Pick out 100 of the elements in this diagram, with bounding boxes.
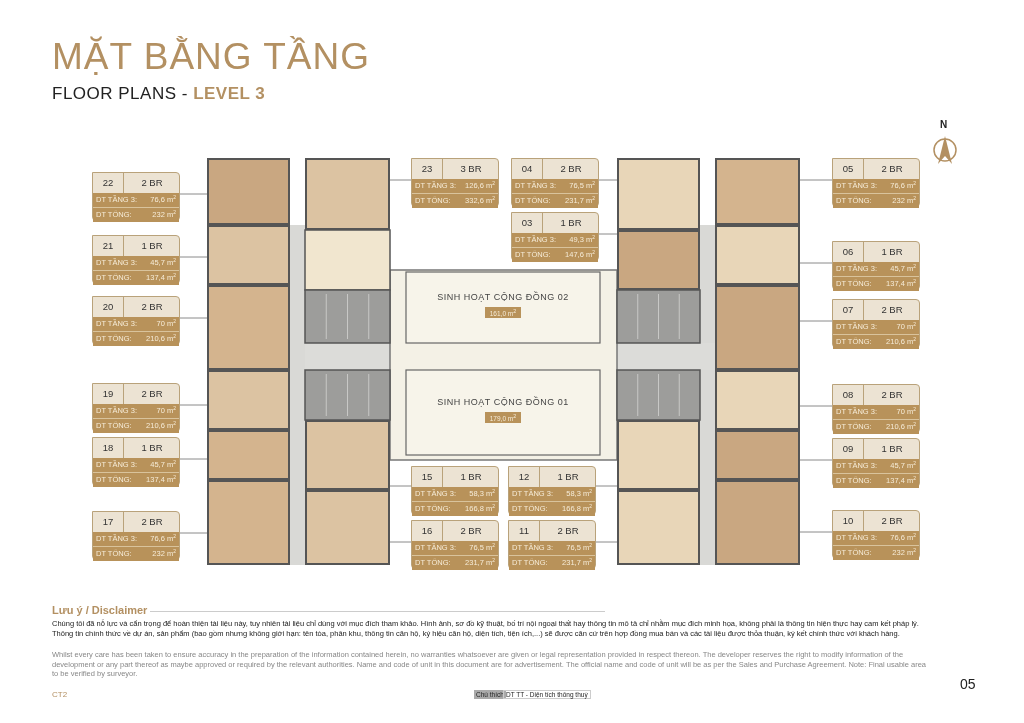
unit-info-card bbox=[92, 383, 180, 432]
bedroom-count: 2 BR bbox=[140, 515, 164, 529]
unit-info-card bbox=[832, 510, 920, 559]
unit-number: 10 bbox=[841, 514, 855, 528]
unit-number: 15 bbox=[420, 470, 434, 484]
leader-line bbox=[799, 531, 833, 533]
apartment-unit bbox=[207, 480, 290, 565]
bedroom-count: 2 BR bbox=[880, 514, 904, 528]
room-name: SINH HOẠT CỘNG ĐỒNG 02 bbox=[436, 291, 570, 302]
apartment-unit bbox=[715, 225, 800, 285]
unit-info-card bbox=[511, 158, 599, 207]
bedroom-count: 1 BR bbox=[140, 239, 164, 253]
north-label: N bbox=[940, 119, 948, 130]
unit-info-card bbox=[832, 158, 920, 207]
unit-info-card bbox=[92, 511, 180, 560]
apartment-unit bbox=[617, 230, 700, 290]
unit-number: 19 bbox=[101, 387, 115, 401]
leader-line bbox=[179, 256, 208, 258]
zone-code: CT2 bbox=[52, 690, 68, 699]
leader-line bbox=[389, 485, 412, 487]
bedroom-count: 2 BR bbox=[556, 524, 580, 538]
bedroom-count: 1 BR bbox=[556, 470, 580, 484]
leader-line bbox=[595, 485, 618, 487]
unit-info-card bbox=[511, 212, 599, 261]
leader-line bbox=[389, 541, 412, 543]
bedroom-count: 2 BR bbox=[880, 162, 904, 176]
apartment-unit bbox=[617, 158, 700, 230]
unit-number: 04 bbox=[520, 162, 534, 176]
unit-info-card bbox=[411, 466, 499, 515]
leader-line bbox=[799, 320, 833, 322]
leader-line bbox=[179, 458, 208, 460]
room-name: SINH HOẠT CỘNG ĐỒNG 01 bbox=[436, 396, 570, 407]
leader-line bbox=[179, 532, 208, 534]
bedroom-count: 1 BR bbox=[459, 470, 483, 484]
page-subtitle: FLOOR PLANS - LEVEL 3 bbox=[52, 84, 266, 104]
unit-number: 09 bbox=[841, 442, 855, 456]
apartment-unit bbox=[207, 225, 290, 285]
leader-line bbox=[799, 179, 833, 181]
unit-number: 08 bbox=[841, 388, 855, 402]
page-title: MẶT BẰNG TẦNG bbox=[52, 36, 370, 78]
apartment-unit bbox=[207, 285, 290, 370]
unit-number: 18 bbox=[101, 441, 115, 455]
unit-info-card bbox=[411, 158, 499, 207]
unit-info-card bbox=[508, 520, 596, 569]
apartment-unit bbox=[305, 420, 390, 490]
apartment-unit bbox=[715, 285, 800, 370]
unit-number: 22 bbox=[101, 176, 115, 190]
unit-number: 03 bbox=[520, 216, 534, 230]
apartment-unit bbox=[617, 420, 700, 490]
page-number: 05 bbox=[960, 676, 976, 692]
unit-number: 11 bbox=[518, 524, 530, 538]
apartment-unit bbox=[305, 158, 390, 230]
unit-number: 17 bbox=[101, 515, 115, 529]
unit-number: 05 bbox=[841, 162, 855, 176]
leader-line bbox=[179, 404, 208, 406]
apartment-unit bbox=[715, 480, 800, 565]
bedroom-count: 1 BR bbox=[140, 441, 164, 455]
unit-number: 23 bbox=[420, 162, 434, 176]
bedroom-count: 2 BR bbox=[559, 162, 583, 176]
apartment-unit bbox=[207, 158, 290, 225]
unit-number: 20 bbox=[101, 300, 115, 314]
unit-number: 07 bbox=[841, 303, 855, 317]
apartment-unit bbox=[617, 490, 700, 565]
unit-info-card bbox=[508, 466, 596, 515]
unit-info-card bbox=[92, 437, 180, 486]
leader-line bbox=[179, 317, 208, 319]
apartment-unit bbox=[305, 490, 390, 565]
bedroom-count: 1 BR bbox=[880, 245, 904, 259]
unit-info-card bbox=[832, 384, 920, 433]
apartment-unit bbox=[207, 430, 290, 480]
leader-line bbox=[799, 459, 833, 461]
bedroom-count: 2 BR bbox=[459, 524, 483, 538]
unit-number: 21 bbox=[101, 239, 115, 253]
apartment-unit bbox=[715, 370, 800, 430]
disclaimer-heading: Lưu ý / Disclaimer bbox=[52, 604, 148, 616]
leader-line bbox=[799, 262, 833, 264]
bedroom-count: 2 BR bbox=[140, 176, 164, 190]
unit-number: 12 bbox=[517, 470, 531, 484]
leader-line bbox=[389, 179, 412, 181]
leader-line bbox=[595, 541, 618, 543]
leader-line bbox=[598, 179, 618, 181]
bedroom-count: 1 BR bbox=[559, 216, 583, 230]
bedroom-count: 1 BR bbox=[880, 442, 904, 456]
unit-info-card bbox=[832, 438, 920, 487]
bedroom-count: 2 BR bbox=[880, 388, 904, 402]
unit-number: 16 bbox=[420, 524, 434, 538]
leader-line bbox=[179, 193, 208, 195]
unit-info-card bbox=[832, 299, 920, 348]
unit-info-card bbox=[411, 520, 499, 569]
leader-line bbox=[799, 405, 833, 407]
unit-info-card bbox=[92, 172, 180, 221]
apartment-unit bbox=[207, 370, 290, 430]
unit-info-card bbox=[92, 235, 180, 284]
apartment-unit bbox=[715, 158, 800, 225]
leader-line bbox=[598, 233, 618, 235]
bedroom-count: 3 BR bbox=[459, 162, 483, 176]
bedroom-count: 2 BR bbox=[140, 387, 164, 401]
bedroom-count: 2 BR bbox=[140, 300, 164, 314]
bedroom-count: 2 BR bbox=[880, 303, 904, 317]
unit-number: 06 bbox=[841, 245, 855, 259]
